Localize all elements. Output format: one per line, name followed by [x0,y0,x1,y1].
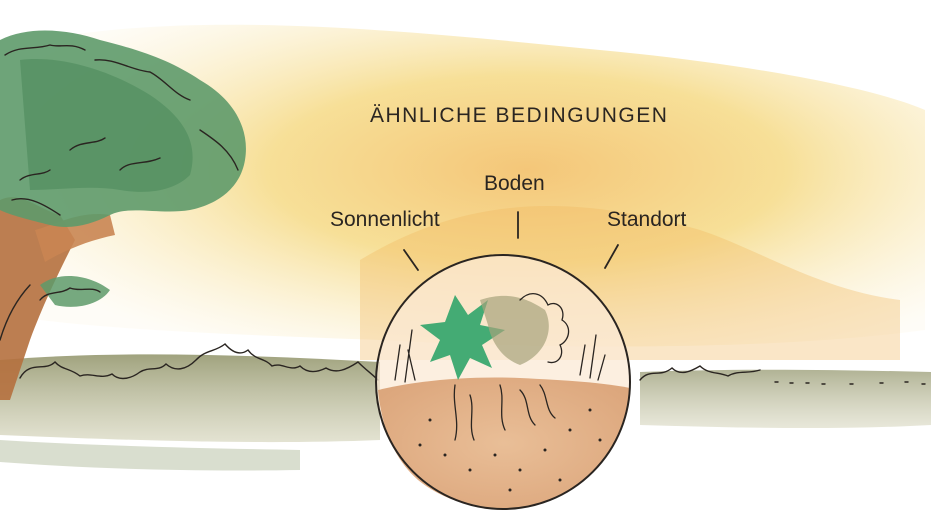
label-soil: Boden [484,172,545,196]
label-location: Standort [607,208,686,232]
soil-circle-icon [376,255,630,509]
illustration-title: ÄHNLICHE BEDINGUNGEN [370,104,668,128]
label-sunlight: Sonnenlicht [330,208,440,232]
